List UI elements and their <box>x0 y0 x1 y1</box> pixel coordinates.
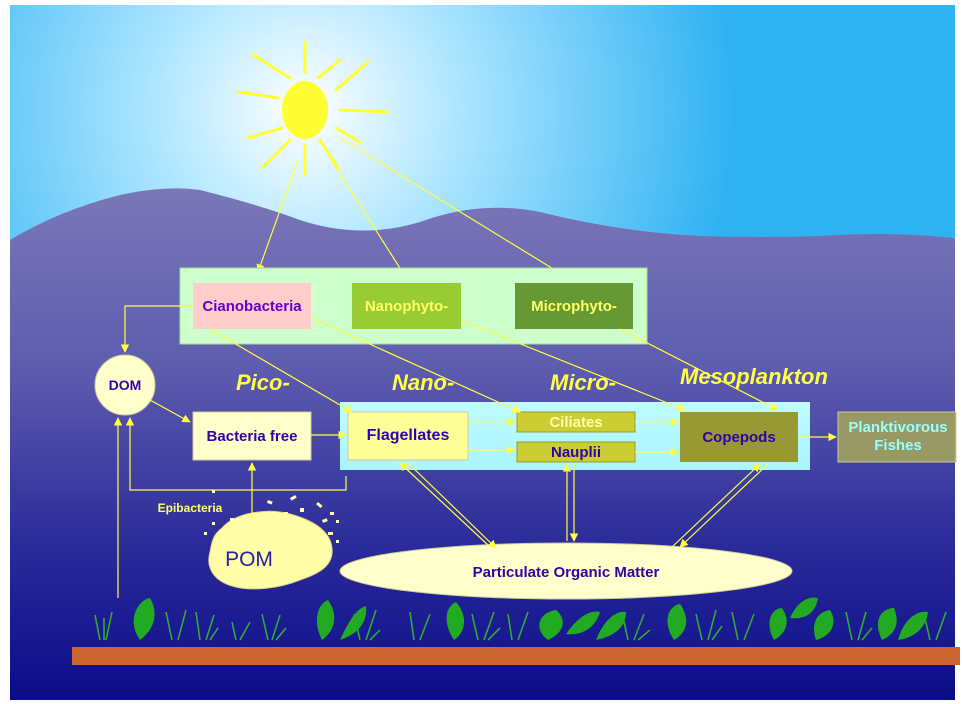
bacteria-free-box <box>192 411 312 461</box>
micro-label: Micro- <box>550 370 616 395</box>
dom-label: DOM <box>108 377 142 393</box>
microphyto-label: Microphyto- <box>531 297 617 315</box>
mesoplankton-label: Mesoplankton <box>680 364 828 389</box>
bacteria-free-label: Bacteria free <box>206 427 298 445</box>
nano-label: Nano- <box>392 370 455 395</box>
fishes-box <box>837 411 957 463</box>
flagellates-box <box>347 411 469 461</box>
particulate-organic-matter-ellipse <box>339 542 793 600</box>
light-arrows <box>256 137 569 279</box>
particulate-organic-matter-label: Particulate Organic Matter <box>472 563 660 581</box>
pico-label: Pico- <box>236 370 290 395</box>
pom-label: POM <box>225 548 273 571</box>
ciliates-label: Ciliates <box>549 413 603 431</box>
dom-circle <box>94 354 156 416</box>
microphyto-box <box>515 283 633 329</box>
sediment-bar <box>72 647 960 665</box>
pom-blob <box>208 510 333 590</box>
cianobacteria-label: Cianobacteria <box>202 297 302 315</box>
pom-flakes <box>204 490 339 543</box>
copepods-box <box>680 412 798 462</box>
flagellates-label: Flagellates <box>366 427 450 444</box>
nanophyto-label: Nanophyto- <box>364 297 449 315</box>
cianobacteria-box <box>193 283 311 329</box>
nanophyto-box <box>352 283 461 329</box>
seaweed-leaves <box>133 597 928 640</box>
seagrass-plants <box>94 609 947 641</box>
sun-icon <box>236 40 390 177</box>
copepods-label: Copepods <box>702 428 776 446</box>
flow-arrows <box>113 305 837 598</box>
nauplii-label: Nauplii <box>550 443 601 461</box>
epibacteria-label: Epibacteria <box>157 501 223 515</box>
fishes-label: Planktivorous Fishes <box>848 419 948 454</box>
